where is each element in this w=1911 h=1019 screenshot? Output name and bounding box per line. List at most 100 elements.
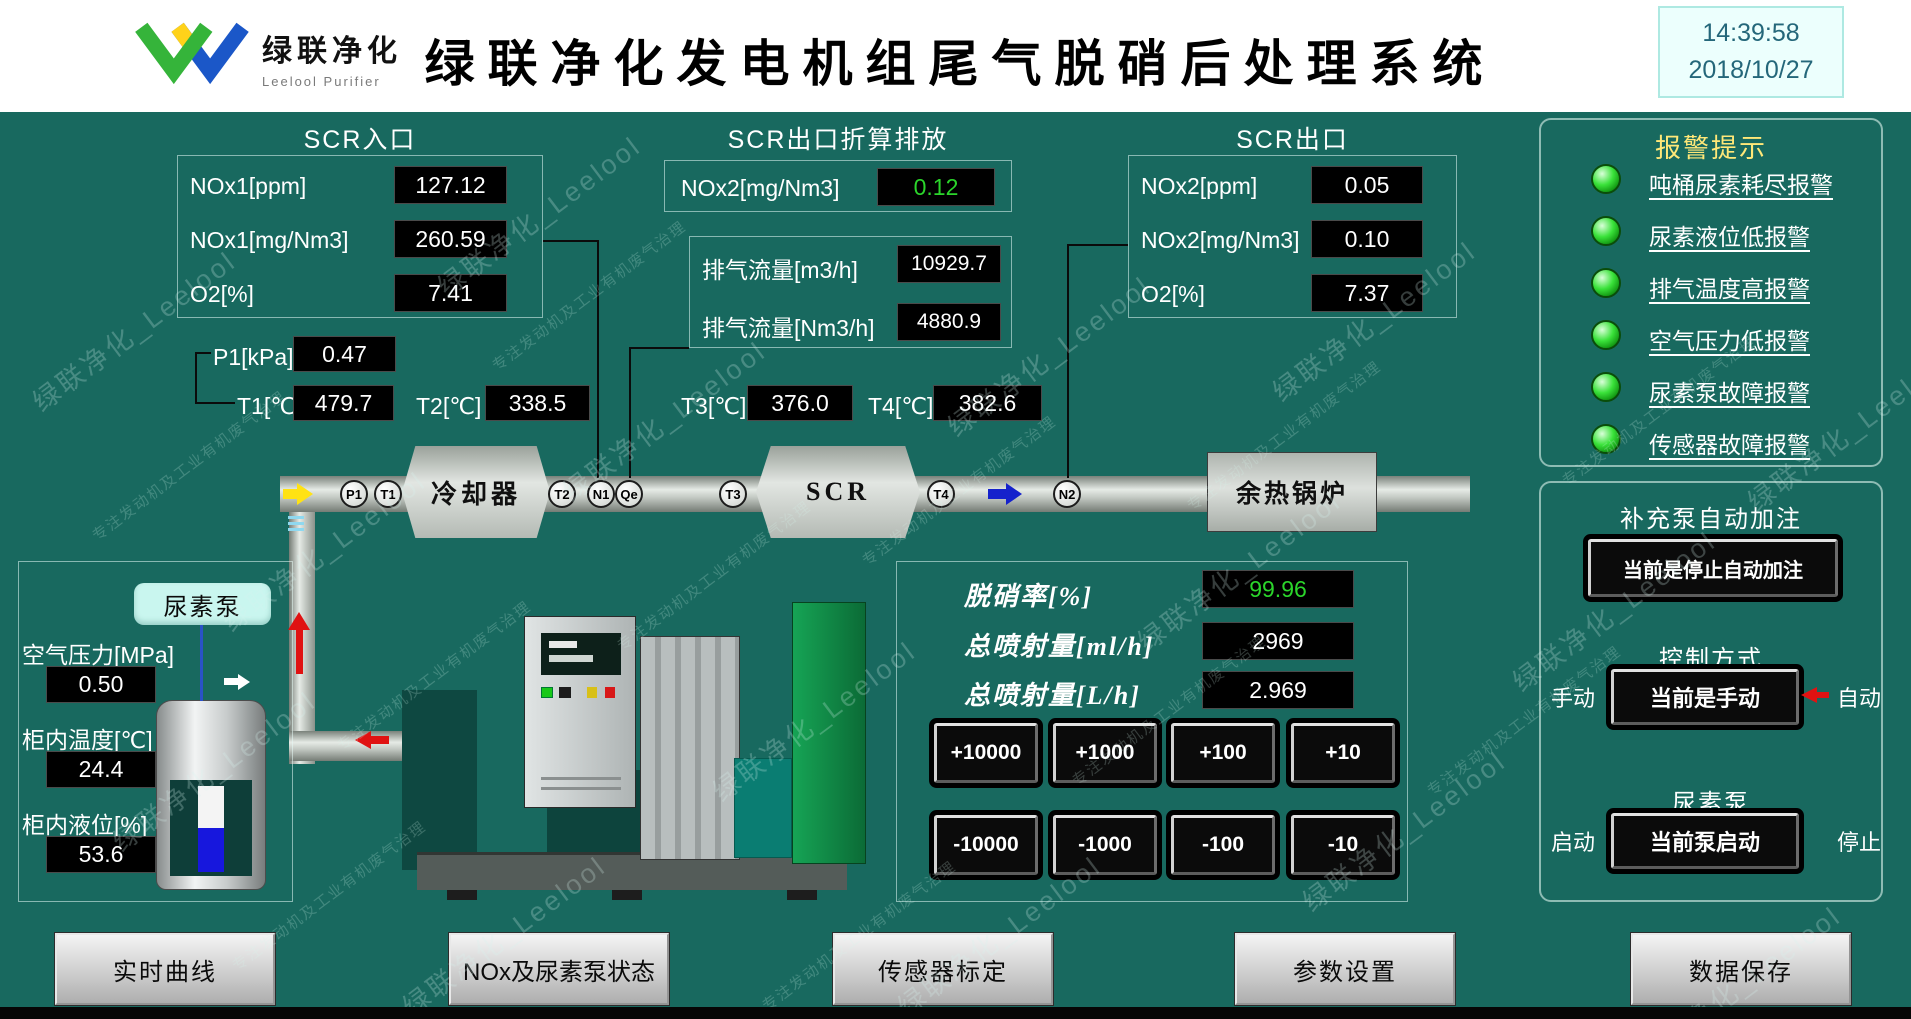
header: 绿联净化 Leelool Purifier 绿联净化发电机组尾气脱硝后处理系统 … (0, 0, 1911, 112)
t2-value: 338.5 (485, 385, 590, 421)
denox-rate-label: 脱硝率[%] (964, 582, 1093, 611)
node-t3: T3 (719, 480, 747, 508)
clock-date: 2018/10/27 (1688, 56, 1814, 84)
node-t1: T1 (374, 480, 402, 508)
scr-inlet-panel: NOx1[ppm] 127.12 NOx1[mg/Nm3] 260.59 O2[… (177, 155, 543, 318)
air-pressure-value: 0.50 (46, 666, 156, 703)
scr-outlet-panel: NOx2[ppm] 0.05 NOx2[mg/Nm3] 0.10 O2[%] 7… (1128, 155, 1457, 318)
control-cabinet (524, 616, 636, 808)
mode-manual-label: 手动 (1551, 686, 1596, 711)
adjust-plus-100-button[interactable]: +100 (1171, 723, 1275, 783)
alarm-led (1591, 268, 1621, 298)
cooler-label: 冷却器 (430, 479, 521, 509)
injection-panel: 脱硝率[%] 99.96 总喷射量[ml/h] 2969 总喷射量[L/h] 2… (896, 561, 1408, 902)
urea-level-gauge-liquid (198, 828, 224, 872)
nav-realtime-curve-button[interactable]: 实时曲线 (55, 933, 275, 1005)
refill-section-title: 补充泵自动加注 (1620, 506, 1802, 533)
mode-auto-label: 自动 (1837, 686, 1882, 711)
scr-inlet-row-label: NOx1[mg/Nm3] (190, 227, 349, 253)
pump-stop-label: 停止 (1837, 830, 1882, 855)
generator-foot (787, 890, 817, 900)
alarm-item-label: 尿素液位低报警 (1649, 224, 1810, 250)
logo-subtitle: Leelool Purifier (262, 74, 381, 89)
injection-rate-ml-label: 总喷射量[ml/h] (964, 632, 1155, 661)
cabinet-temp-label: 柜内温度[℃] (22, 727, 153, 753)
p1-label: P1[kPa] (213, 344, 294, 370)
bracket-line (195, 352, 211, 354)
cabinet-button-red (605, 687, 615, 698)
generator-graphic (402, 600, 866, 902)
node-t2: T2 (548, 480, 576, 508)
generator-shadow-block (402, 690, 477, 870)
alarm-led (1591, 320, 1621, 350)
scr-outlet-row-label: NOx2[ppm] (1141, 173, 1258, 199)
scr-outlet-conv-value: 0.12 (877, 168, 995, 206)
t1-value: 479.7 (293, 385, 394, 421)
connector-line (1067, 244, 1069, 478)
connector-line (597, 240, 599, 478)
cabinet-button-yellow (587, 687, 597, 698)
alarm-item-label: 尿素泵故障报警 (1649, 380, 1810, 406)
scr-outlet-row-label: O2[%] (1141, 281, 1205, 307)
injector-icon (288, 516, 304, 531)
exhaust-flow-value: 10929.7 (897, 245, 1001, 283)
mode-section-title: 控制方式 (1659, 646, 1763, 673)
boiler-label: 余热锅炉 (1235, 481, 1348, 508)
alarm-item-label: 传感器故障报警 (1649, 432, 1810, 458)
clock-time: 14:39:58 (1702, 19, 1800, 47)
adjust-minus-10-button[interactable]: -10 (1291, 815, 1395, 875)
cabinet-screen (541, 633, 621, 675)
connector-line (1067, 244, 1128, 246)
nav-data-save-button[interactable]: 数据保存 (1631, 933, 1851, 1005)
node-t4: T4 (927, 480, 955, 508)
adjust-minus-100-button[interactable]: -100 (1171, 815, 1275, 875)
adjust-plus-10000-button[interactable]: +10000 (934, 723, 1038, 783)
mode-toggle-button[interactable]: 当前是手动 (1611, 669, 1799, 725)
exhaust-flow-label: 排气流量[m3/h] (702, 257, 858, 283)
connector-line (543, 240, 597, 242)
urea-pump-tag: 尿素泵 (134, 583, 271, 625)
injection-rate-ml-value: 2969 (1202, 622, 1354, 660)
nav-sensor-calibration-button[interactable]: 传感器标定 (833, 933, 1053, 1005)
alarm-panel: 报警提示 吨桶尿素耗尽报警 尿素液位低报警 排气温度高报警 空气压力低报警 尿素… (1539, 118, 1883, 467)
adjust-minus-1000-button[interactable]: -1000 (1053, 815, 1157, 875)
pump-toggle-button[interactable]: 当前泵启动 (1611, 813, 1799, 869)
cabinet-temp-value: 24.4 (46, 751, 156, 788)
scr-inlet-row-value: 7.41 (394, 274, 507, 312)
node-n2: N2 (1053, 480, 1081, 508)
t3-value: 376.0 (747, 385, 853, 421)
injection-rate-l-value: 2.969 (1202, 671, 1354, 709)
t4-value: 382.6 (933, 385, 1042, 421)
logo-icon (135, 22, 249, 85)
scr-outlet-row-label: NOx2[mg/Nm3] (1141, 227, 1300, 253)
scr-inlet-row-label: NOx1[ppm] (190, 173, 307, 199)
cabinet-button-green (541, 687, 553, 698)
exhaust-flow-panel: 排气流量[m3/h] 10929.7 排气流量[Nm3/h] 4880.9 (689, 236, 1012, 348)
nav-parameter-settings-button[interactable]: 参数设置 (1235, 933, 1455, 1005)
urea-supply-line (200, 625, 203, 701)
generator-base (417, 852, 847, 890)
cooler-block: 冷却器 (402, 446, 550, 538)
scr-outlet-row-value: 0.05 (1311, 166, 1423, 204)
t3-label: T3[℃] (681, 393, 747, 419)
scr-outlet-row-value: 0.10 (1311, 220, 1423, 258)
adjust-plus-10-button[interactable]: +10 (1291, 723, 1395, 783)
adjust-plus-1000-button[interactable]: +1000 (1053, 723, 1157, 783)
cabinet-level-label: 柜内液位[%] (22, 812, 148, 838)
generator-foot (612, 890, 642, 900)
alternator-housing (792, 602, 866, 864)
refill-toggle-button[interactable]: 当前是停止自动加注 (1588, 539, 1838, 597)
scr-inlet-row-value: 127.12 (394, 166, 507, 204)
engine-block (640, 636, 740, 860)
bracket-line (195, 352, 197, 404)
nav-nox-pump-status-button[interactable]: NOx及尿素泵状态 (449, 933, 669, 1005)
alarm-led (1591, 424, 1621, 454)
engine-teal-unit (734, 758, 792, 858)
p1-value: 0.47 (293, 336, 396, 372)
t4-label: T4[℃] (868, 393, 934, 419)
scr-block-label: SCR (805, 477, 870, 506)
bracket-line (195, 402, 235, 404)
exhaust-flow-value: 4880.9 (897, 303, 1001, 341)
control-panel: 补充泵自动加注 当前是停止自动加注 控制方式 手动 当前是手动 自动 尿素泵 启… (1539, 481, 1883, 902)
adjust-minus-10000-button[interactable]: -10000 (934, 815, 1038, 875)
